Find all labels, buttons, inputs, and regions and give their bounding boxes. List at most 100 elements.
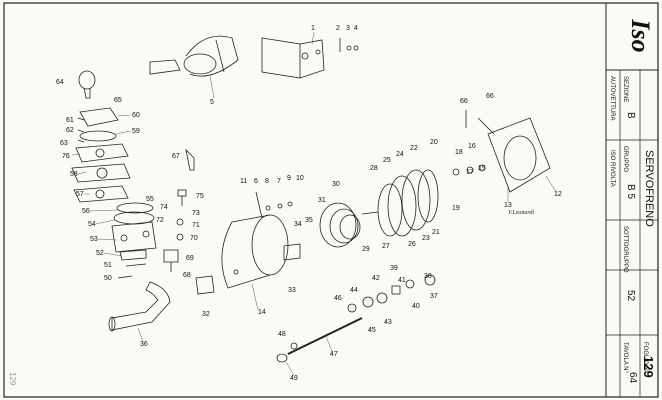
part-number-63: 63 xyxy=(60,140,68,147)
part-71-nut xyxy=(176,218,184,241)
part-number-33: 33 xyxy=(288,287,296,294)
part-25-piston-assembly xyxy=(361,169,439,237)
part-number-62: 62 xyxy=(66,127,74,134)
part-14-vacuum-chamber xyxy=(221,214,289,289)
part-number-41: 41 xyxy=(398,277,406,284)
part-number-51: 51 xyxy=(104,262,112,269)
part-number-28: 28 xyxy=(370,165,378,172)
part-number-9: 9 xyxy=(287,175,291,182)
part-number-34: 34 xyxy=(294,221,302,228)
field-label-gruppo: GRUPPO xyxy=(622,146,628,172)
part-number-42: 42 xyxy=(372,275,380,282)
part-52-fitting xyxy=(117,249,147,279)
part-number-32: 32 xyxy=(202,311,210,318)
part-75-fitting xyxy=(177,189,187,206)
part-36-elbow-pipe xyxy=(108,281,171,332)
part-number-57: 57 xyxy=(76,191,84,198)
part-number-40: 40 xyxy=(412,303,420,310)
part-number-74: 74 xyxy=(160,204,168,211)
part-number-21: 21 xyxy=(432,229,440,236)
part-number-26: 26 xyxy=(408,241,416,248)
part-number-10: 10 xyxy=(296,175,304,182)
part-60-cover xyxy=(79,107,119,142)
part-58-diaphragm xyxy=(71,163,131,183)
sheet-label: FOGLIO N° xyxy=(642,342,648,374)
part-number-67: 67 xyxy=(172,153,180,160)
field-label-sottogruppo: SOTTOGRUPPO xyxy=(622,226,628,273)
leader-lines xyxy=(71,31,557,376)
part-1-bracket-plate xyxy=(261,37,325,79)
field-value-sottogruppo: 52 xyxy=(625,290,636,302)
field-value-autovettura: ISO RIVOLTA xyxy=(609,150,615,187)
part-number-71: 71 xyxy=(192,222,200,229)
part-number-53: 53 xyxy=(90,236,98,243)
sheet-number: 129 xyxy=(641,356,656,378)
part-number-20: 20 xyxy=(430,139,438,146)
part-number-61: 61 xyxy=(66,117,74,124)
part-number-43: 43 xyxy=(384,319,392,326)
part-number-60: 60 xyxy=(132,112,140,119)
part-number-5: 5 xyxy=(210,99,214,106)
part-18-ring xyxy=(452,164,486,176)
part-number-65: 65 xyxy=(114,97,122,104)
part-number-66b: 66 xyxy=(486,93,494,100)
part-number-1: 1 xyxy=(311,25,315,32)
iso-logo: Iso xyxy=(626,18,655,52)
part-number-76: 76 xyxy=(62,153,70,160)
part-number-3: 3 xyxy=(346,25,350,32)
part-number-39: 39 xyxy=(390,265,398,272)
part-number-15: 15 xyxy=(478,165,486,172)
part-number-4: 4 xyxy=(354,25,358,32)
part-number-56: 56 xyxy=(82,208,90,215)
part-number-19: 19 xyxy=(452,205,460,212)
part-43-valve-parts xyxy=(347,274,436,313)
part-number-75: 75 xyxy=(196,193,204,200)
part-number-14: 14 xyxy=(258,309,266,316)
part-64-cap xyxy=(78,70,96,99)
part-number-24: 24 xyxy=(396,151,404,158)
group-title: SERVOFRENO xyxy=(643,150,655,227)
part-number-31: 31 xyxy=(318,197,326,204)
field-value-tavola: 64 xyxy=(627,372,638,384)
part-number-23: 23 xyxy=(422,235,430,242)
part-number-54: 54 xyxy=(88,221,96,228)
part-number-30: 30 xyxy=(332,181,340,188)
part-57-gasket xyxy=(73,185,129,203)
part-sketches xyxy=(71,35,551,363)
part-number-38: 38 xyxy=(424,273,432,280)
part-number-16: 16 xyxy=(468,143,476,150)
part-number-49: 49 xyxy=(290,375,298,382)
part-number-55: 55 xyxy=(146,196,154,203)
part-number-27: 27 xyxy=(382,243,390,250)
part-number-48: 48 xyxy=(278,331,286,338)
part-32-bracket xyxy=(195,275,215,295)
part-number-18: 18 xyxy=(455,149,463,156)
part-61-screw xyxy=(77,117,85,143)
part-number-69: 69 xyxy=(186,255,194,262)
part-30-spring xyxy=(319,202,361,248)
part-number-46: 46 xyxy=(334,295,342,302)
field-value-gruppo: B 5 xyxy=(625,184,636,199)
part-66-bolt xyxy=(465,110,495,135)
part-number-22: 22 xyxy=(410,145,418,152)
sheet-border xyxy=(3,2,659,398)
part-12-end-cover xyxy=(487,117,551,193)
field-value-sezione: B xyxy=(625,112,636,119)
signature: V.Leonardi xyxy=(508,210,535,216)
field-label-autovettura: AUTOVETTURA xyxy=(609,76,615,121)
part-number-36: 36 xyxy=(140,341,148,348)
part-67-bolt xyxy=(185,148,195,171)
part-number-8: 8 xyxy=(265,178,269,185)
part-number-17: 17 xyxy=(466,169,474,176)
part-number-7: 7 xyxy=(277,178,281,185)
part-number-44: 44 xyxy=(350,287,358,294)
part-11-screw xyxy=(255,191,293,219)
part-number-29: 29 xyxy=(362,246,370,253)
part-number-12: 12 xyxy=(554,191,562,198)
part-34-plate xyxy=(283,243,301,261)
part-76-valve-plate xyxy=(75,143,129,163)
part-number-72: 72 xyxy=(156,217,164,224)
part-number-2: 2 xyxy=(336,25,340,32)
part-number-73: 73 xyxy=(192,210,200,217)
